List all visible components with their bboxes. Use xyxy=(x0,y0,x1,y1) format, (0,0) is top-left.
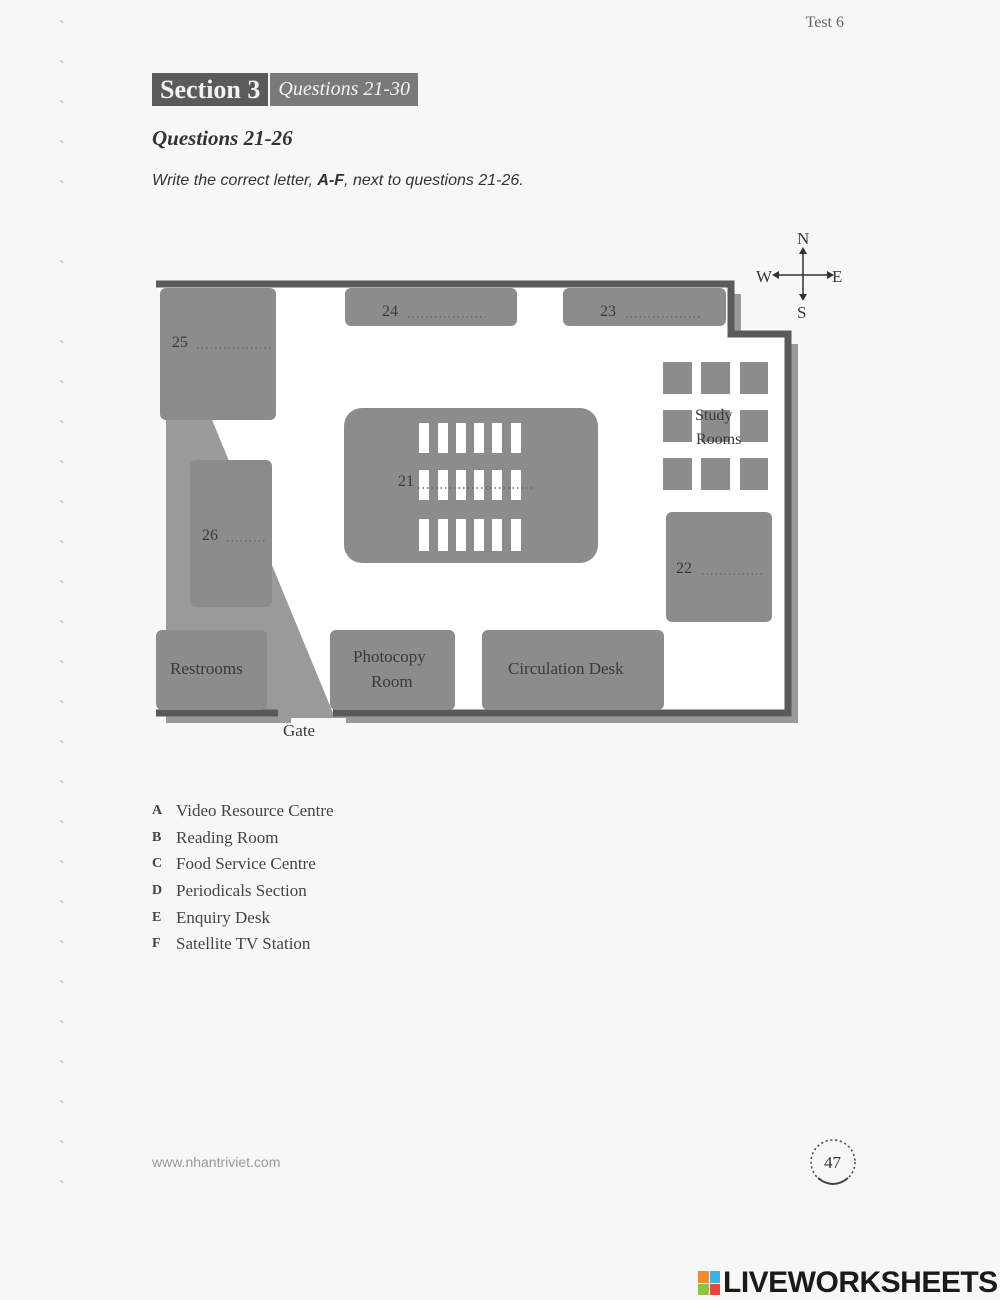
page-number-badge: 47 xyxy=(810,1139,856,1185)
study-rooms-grid xyxy=(663,362,768,490)
option-letter: B xyxy=(152,829,162,845)
room-24 xyxy=(345,288,517,326)
label-photocopy-line1: Photocopy xyxy=(353,647,426,666)
label-circulation: Circulation Desk xyxy=(508,659,624,678)
option-letter: F xyxy=(152,936,161,952)
instructions-letters: A-F xyxy=(317,172,345,189)
section-subtitle: Questions 21-30 xyxy=(268,73,419,106)
questions-heading: Questions 21-26 xyxy=(152,126,293,150)
option-letter: A xyxy=(152,803,163,819)
section-title: Section 3 xyxy=(152,73,269,106)
brand-logo-icon xyxy=(698,1271,720,1295)
option-text: Satellite TV Station xyxy=(176,934,311,954)
label-25: 25 xyxy=(172,334,188,351)
option-letter: E xyxy=(152,909,162,925)
option-e: E Enquiry Desk xyxy=(152,904,334,931)
label-restrooms: Restrooms xyxy=(170,659,243,678)
section-banner: Section 3 Questions 21-30 xyxy=(152,73,419,106)
option-f: F Satellite TV Station xyxy=(152,931,334,958)
test-label: Test 6 xyxy=(805,14,844,31)
option-text: Enquiry Desk xyxy=(176,907,270,927)
room-22 xyxy=(666,512,772,622)
study-rooms-label-line2: Rooms xyxy=(696,431,741,448)
option-b: B Reading Room xyxy=(152,825,334,852)
option-a: A Video Resource Centre xyxy=(152,798,334,825)
footer-url: www.nhantriviet.com xyxy=(152,1154,281,1170)
label-photocopy-line2: Room xyxy=(371,672,413,691)
option-c: C Food Service Centre xyxy=(152,851,334,878)
room-circulation-desk xyxy=(482,630,664,710)
option-text: Food Service Centre xyxy=(176,854,316,874)
label-26: 26 xyxy=(202,527,218,544)
room-26 xyxy=(190,460,272,607)
label-22: 22 xyxy=(676,560,692,577)
instructions-suffix: , next to questions 21-26. xyxy=(344,172,524,189)
room-photocopy xyxy=(330,630,455,710)
room-21 xyxy=(344,408,598,563)
compass-e: E xyxy=(832,267,842,286)
brand-name: LIVEWORKSHEETS xyxy=(723,1266,998,1299)
page-number: 47 xyxy=(824,1153,842,1172)
label-gate: Gate xyxy=(283,721,315,740)
answer-options: A Video Resource Centre B Reading Room C Fo… xyxy=(152,798,334,958)
label-24: 24 xyxy=(382,303,398,320)
room-23 xyxy=(563,288,726,326)
compass-s: S xyxy=(797,303,806,322)
compass: N S E W xyxy=(756,229,842,322)
instructions-prefix: Write the correct letter, xyxy=(152,172,318,189)
label-23: 23 xyxy=(600,303,616,320)
compass-n: N xyxy=(797,229,809,248)
option-letter: D xyxy=(152,883,163,899)
option-d: D Periodicals Section xyxy=(152,878,334,905)
option-text: Video Resource Centre xyxy=(176,801,334,821)
room-25 xyxy=(160,288,276,420)
library-floor-plan: N S E W 24 23 25 26 21 xyxy=(140,222,860,742)
compass-w: W xyxy=(756,267,773,286)
option-text: Periodicals Section xyxy=(176,881,307,901)
room-restrooms xyxy=(156,630,267,710)
instructions: Write the correct letter, A-F, next to q… xyxy=(152,172,524,190)
label-21: 21 xyxy=(398,473,414,490)
reading-desks xyxy=(419,423,521,551)
option-text: Reading Room xyxy=(176,827,279,847)
margin-tick-marks xyxy=(59,20,64,1184)
option-letter: C xyxy=(152,856,163,872)
liveworksheets-brand: LIVEWORKSHEETS xyxy=(698,1266,998,1300)
study-rooms-label-line1: Study xyxy=(695,407,732,424)
